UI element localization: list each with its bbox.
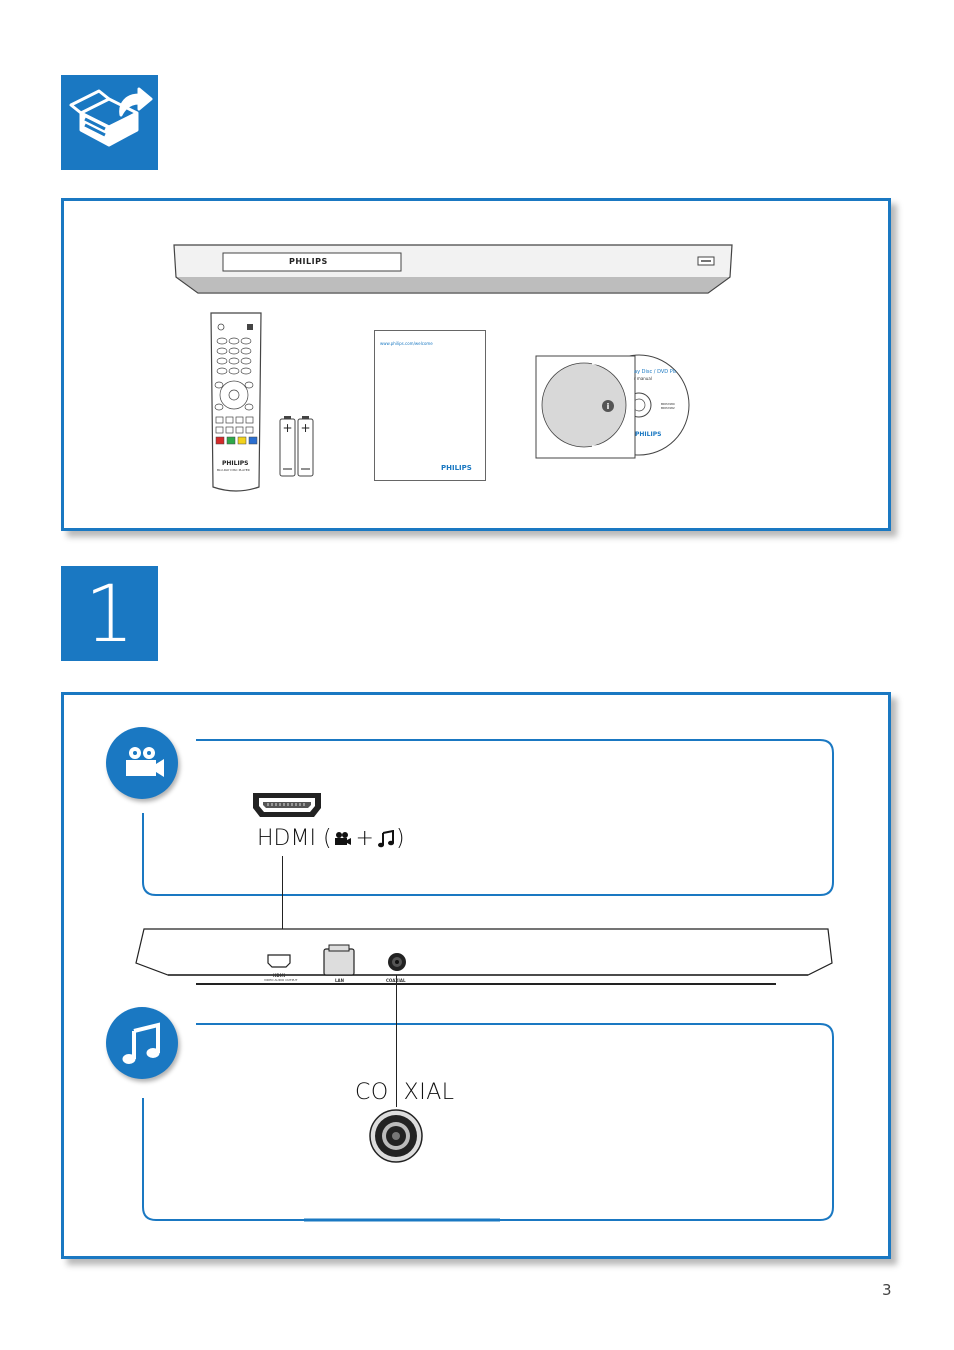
step-number-tile: 1 <box>61 566 158 661</box>
cd-brand: PHILIPS <box>635 431 662 438</box>
back-hdmi-label: HDMI <box>273 973 286 978</box>
cd-subtitle: r manual <box>634 376 652 381</box>
hdmi-close: ) <box>395 826 405 851</box>
coaxial-label: CO XIAL <box>355 1080 455 1105</box>
player-illustration <box>173 244 733 294</box>
hdmi-plus: + <box>355 826 374 851</box>
manual-brand: PHILIPS <box>441 464 472 472</box>
coaxial-leader-line <box>396 975 397 1107</box>
coaxial-connector-icon <box>369 1109 423 1163</box>
page-number: 3 <box>882 1281 892 1299</box>
manual-url: www.philips.com/welcome <box>380 341 433 346</box>
remote-model: BLU-RAY DISC PLAYER <box>217 468 250 472</box>
video-camera-icon <box>126 747 164 777</box>
batteries-illustration: + + <box>279 416 314 477</box>
svg-text:+: + <box>282 421 292 435</box>
back-hdmi-sublabel: VIDEO AUDIO OUTPUT <box>264 978 298 982</box>
svg-text:+: + <box>300 421 310 435</box>
hdmi-audio-icon <box>377 829 394 847</box>
unbox-tile <box>61 75 158 170</box>
cd-illustration: i <box>535 354 690 459</box>
remote-brand: PHILIPS <box>222 460 249 467</box>
step-number: 1 <box>84 570 135 660</box>
cd-title: ay Disc / DVD Player <box>634 369 676 375</box>
player-back-panel <box>135 928 833 985</box>
video-icon-badge <box>106 727 178 799</box>
package-contents-panel: PHILIPS PHILIPS BLU-RAY DISC PLAYER + + <box>61 198 891 531</box>
user-manual-illustration <box>374 330 486 481</box>
hdmi-leader-line <box>282 856 283 960</box>
back-coaxial-label: COAXIAL <box>386 978 406 983</box>
hdmi-connector-icon <box>253 793 321 817</box>
svg-text:i: i <box>607 402 610 411</box>
music-note-icon <box>122 1022 160 1064</box>
player-brand: PHILIPS <box>289 257 328 266</box>
hdmi-label-text: HDMI ( <box>257 826 332 851</box>
audio-icon-badge <box>106 1007 178 1079</box>
video-connection-frame <box>142 739 834 896</box>
audio-connection-frame <box>142 1023 834 1222</box>
hdmi-video-icon <box>334 831 351 845</box>
cd-model: BDP2980 BDP2982 <box>661 402 675 410</box>
back-lan-label: LAN <box>335 978 344 983</box>
unbox-icon <box>69 87 153 147</box>
remote-illustration <box>210 312 262 492</box>
hdmi-label: HDMI ( + ) <box>257 826 405 851</box>
